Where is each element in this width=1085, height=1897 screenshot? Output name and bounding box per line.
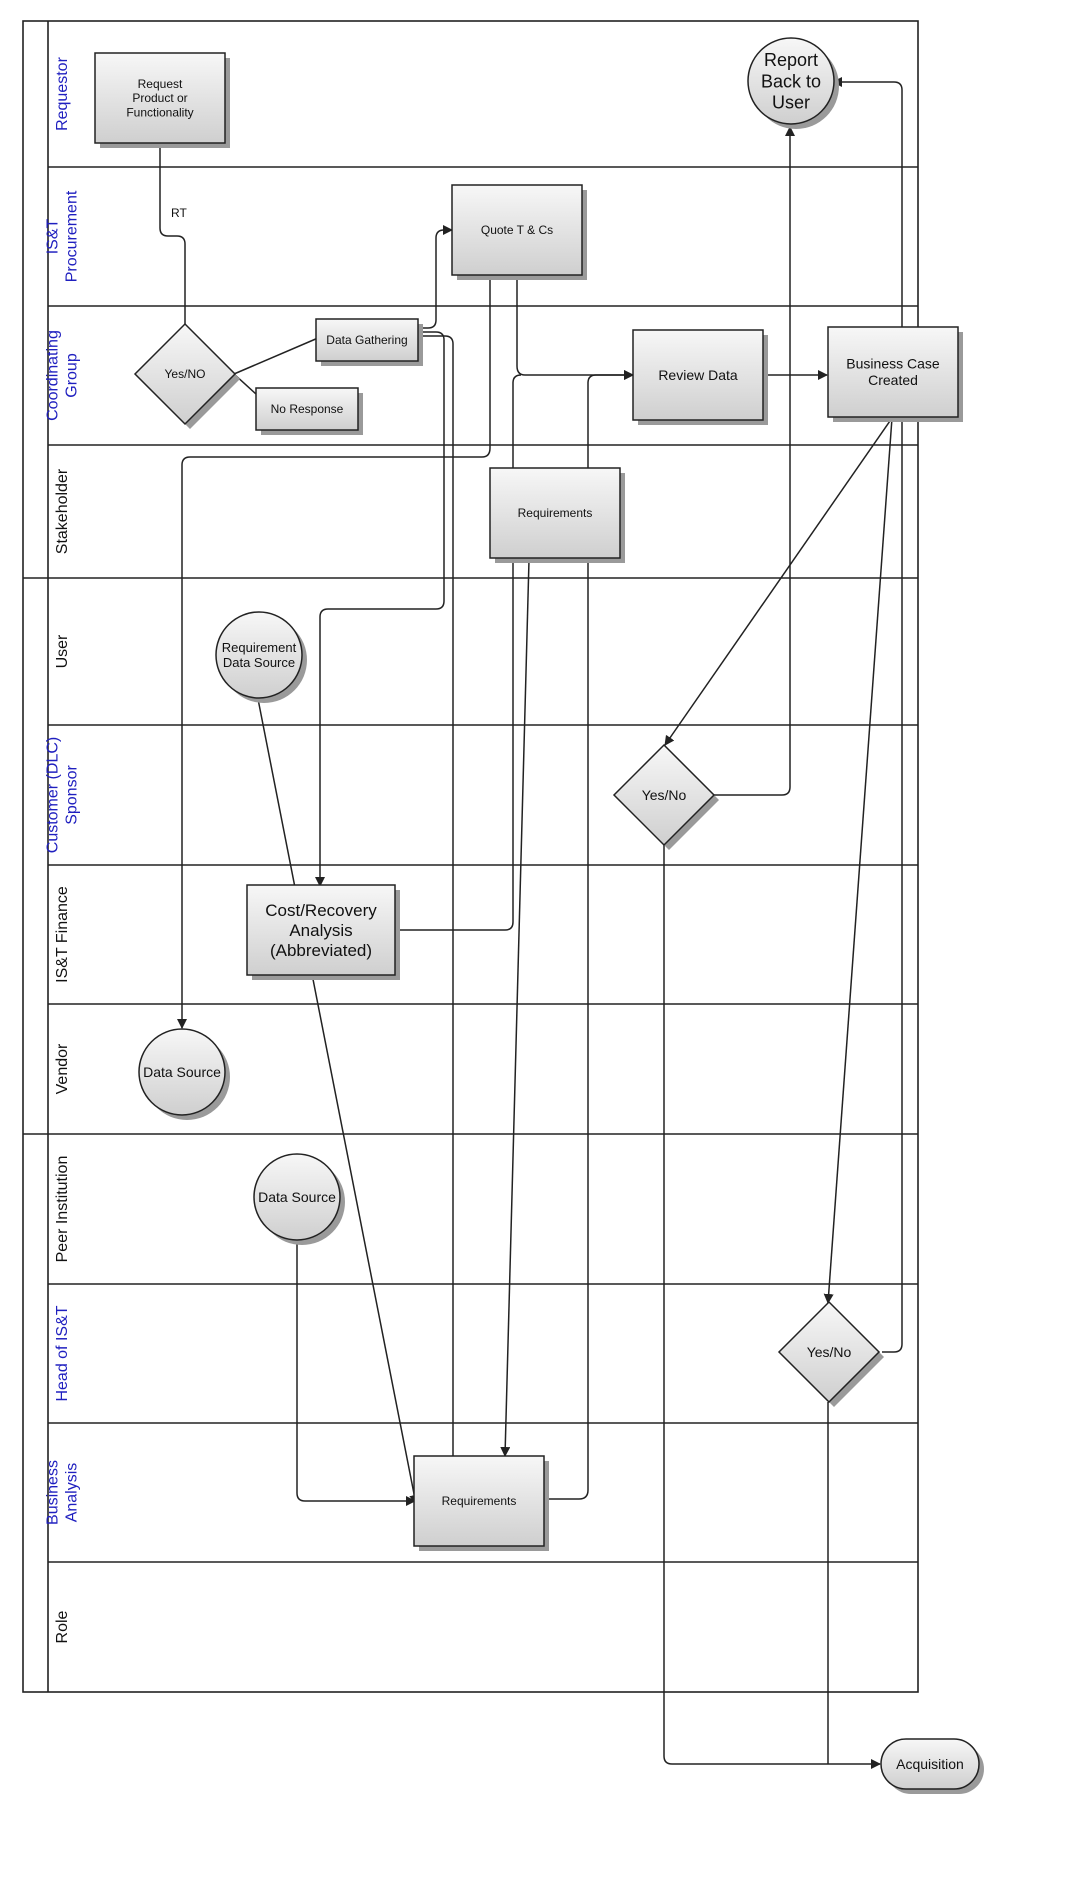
node-no-response[interactable]: No Response [255,387,363,435]
edge-quote-to-review [516,277,634,380]
connectors [159,77,903,1769]
connector-circle [215,611,303,699]
node-quote-tcs[interactable]: Quote T & Cs [451,184,587,280]
edge-datagathering-to-ba [418,335,454,1456]
node-label: Yes/No [642,787,687,803]
node-label: Created [868,372,918,388]
process-box [827,326,959,418]
node-label: Data Source [143,1064,221,1080]
node-label: Report [764,50,818,70]
lane-label: Peer Institution [54,1156,71,1263]
node-requirements-stakeholder[interactable]: Requirements [489,467,625,563]
edge-label-rt: RT [171,206,187,220]
node-requirements-ba[interactable]: Requirements [413,1455,549,1551]
node-label: User [772,93,810,113]
connector-circle [253,1153,341,1241]
node-label: Yes/No [807,1344,852,1360]
edge-businesscase-to-sponsor [664,417,893,746]
edge-stakeholder-ba-bidirectional [500,550,535,1457]
edge-datagathering-to-quote [418,225,453,329]
process-box [413,1455,545,1547]
node-label: Analysis [289,921,352,940]
lane-label: Stakeholder [54,468,71,554]
edge-stakeholder-to-vendor [177,274,491,1029]
node-label: Data Source [223,655,295,670]
edge-datagathering-to-costrecovery [315,331,445,887]
process-box [255,387,359,431]
edge-sponsor-to-reportback [714,126,795,796]
node-label: Cost/Recovery [265,901,377,920]
decision-diamond [777,1300,881,1404]
lane-label: Coordinating [45,330,62,421]
node-data-source-peer[interactable]: Data Source [253,1153,345,1245]
edge-request-to-yesno [159,143,186,325]
lane-label: Procurement [64,190,81,282]
edge-peer-to-ba [292,1231,416,1506]
node-label: Requirements [442,1494,517,1508]
node-label: Functionality [126,105,193,119]
node-label: Quote T & Cs [481,223,553,237]
process-box [632,329,764,421]
node-label: Product or [132,91,187,105]
pool-frame [22,20,919,1693]
lane-label: Vendor [54,1043,71,1094]
lane-label: Sponsor [64,765,81,825]
node-yes-no-head[interactable]: Yes/No [777,1300,884,1407]
node-label: Back to [761,71,821,91]
lane-label: User [54,634,71,668]
connector-circle [747,37,835,125]
lane-label: Group [64,353,81,398]
process-box [246,884,396,976]
node-data-source-vendor[interactable]: Data Source [138,1028,230,1120]
lane-label: Role [54,1610,71,1643]
connector-circle [138,1028,226,1116]
node-label: Data Gathering [326,333,407,347]
node-label: Yes/NO [165,367,206,381]
node-review-data[interactable]: Review Data [632,329,768,425]
lane-label: Analysis [64,1463,81,1523]
decision-diamond [133,322,237,426]
node-acquisition[interactable]: Acquisition [880,1738,984,1794]
lane-label: Requestor [54,56,71,130]
node-data-gathering[interactable]: Data Gathering [315,318,423,366]
node-label: (Abbreviated) [270,941,372,960]
node-label: Acquisition [896,1756,964,1772]
node-label: Requirements [518,506,593,520]
lane-label: IS&T Finance [54,886,71,983]
lane-separators [48,166,918,1563]
lane-label: Business [45,1460,62,1525]
process-box [315,318,419,362]
edge-businesscase-to-head [823,417,893,1304]
lane-label: Head of IS&T [54,1305,71,1401]
node-label: Data Source [258,1189,336,1205]
node-label: No Response [271,402,344,416]
node-label: Requirement [222,640,297,655]
process-box [489,467,621,559]
lane-label: IS&T [45,218,62,254]
process-box [451,184,583,276]
node-label: Request [138,77,183,91]
lane-label: Customer (DLC) [45,737,62,853]
node-label: Business Case [846,356,940,372]
node-yes-no-sponsor[interactable]: Yes/No [612,743,719,850]
edge-sponsor-to-acquisition [663,845,881,1769]
edge-costrecovery-to-review [394,374,522,931]
node-yes-no-cg[interactable]: Yes/NO [133,322,240,429]
decision-diamond [612,743,716,847]
edge-yesno-to-datagathering [233,337,319,375]
process-box [94,52,226,144]
edge-reqdatasource-ba-bidirectional [251,689,420,1505]
edge-head-to-reportback [832,77,903,1353]
node-label: Review Data [658,367,738,383]
edge-ba-to-review [544,370,634,1500]
terminator-pill [880,1738,980,1790]
